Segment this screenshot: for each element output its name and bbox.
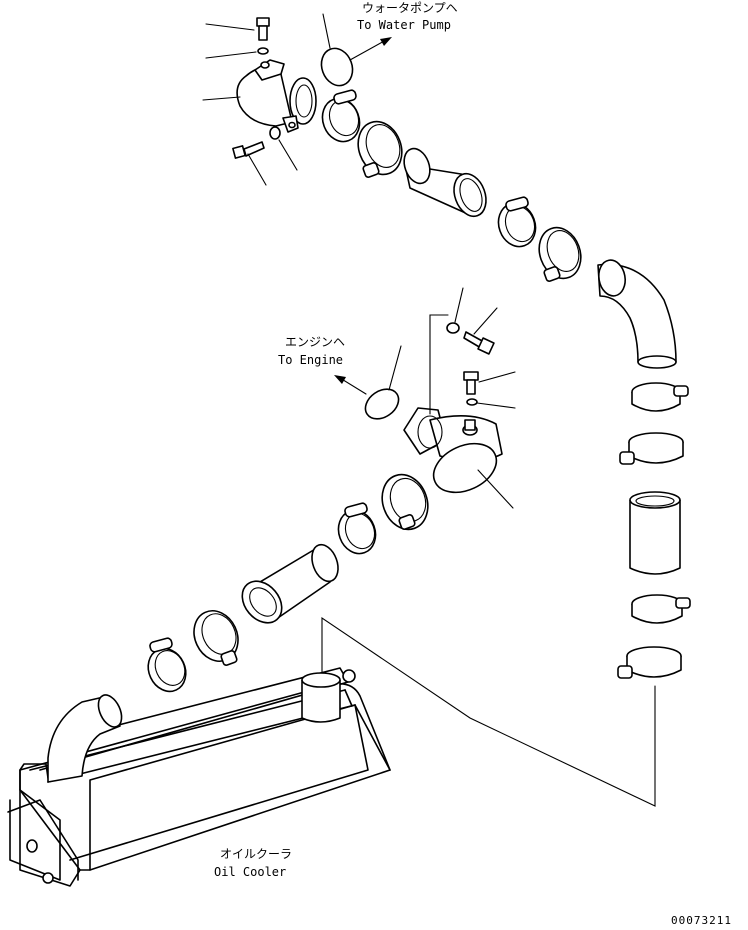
oil-cooler-label-jp: オイルクーラ — [220, 847, 292, 861]
hose-clamp — [538, 226, 582, 282]
bent-hose-upper — [597, 259, 677, 369]
hose-clamp — [147, 637, 187, 693]
assembly-guide-line-right — [321, 616, 656, 807]
water-pump-arrow — [349, 37, 392, 61]
water-pump-label-en: To Water Pump — [357, 18, 451, 32]
upper-gasket — [320, 13, 354, 87]
hose-clamp — [321, 89, 361, 143]
drawing-code: 00073211 — [671, 914, 732, 927]
hose-clamp — [631, 594, 691, 624]
hose-clamp — [631, 382, 689, 412]
straight-hose-mid — [241, 543, 339, 624]
engine-label-jp: エンジンヘ — [285, 335, 345, 349]
upper-bolt — [205, 17, 270, 41]
upper-side-bolt — [232, 141, 267, 186]
mid-top-bolt — [463, 371, 516, 395]
water-pump-label-jp: ウォータポンプヘ — [362, 1, 458, 15]
straight-hose-upper — [403, 147, 487, 218]
bent-hose-lower — [47, 694, 123, 783]
hose-clamp — [193, 610, 239, 666]
upper-side-washer — [269, 126, 298, 171]
hose-clamp — [617, 646, 682, 679]
hose-clamp — [381, 473, 429, 531]
upper-washer — [205, 47, 269, 59]
engine-arrow — [334, 375, 367, 395]
mid-gasket — [364, 345, 402, 420]
mid-bolt — [463, 307, 498, 355]
straight-hose-right — [629, 491, 681, 575]
mid-thermostat-elbow — [403, 407, 514, 509]
upper-thermostat-elbow — [202, 59, 317, 133]
assembly-guide-line-mid — [429, 314, 449, 415]
mid-washer — [446, 287, 464, 334]
engine-label-en: To Engine — [278, 353, 343, 367]
hose-clamp — [619, 432, 684, 465]
mid-small-washer — [466, 398, 516, 409]
oil-cooler-label-en: Oil Cooler — [214, 865, 286, 879]
hose-clamp — [357, 120, 403, 178]
hose-clamp — [337, 502, 377, 555]
hose-clamp — [497, 196, 537, 248]
